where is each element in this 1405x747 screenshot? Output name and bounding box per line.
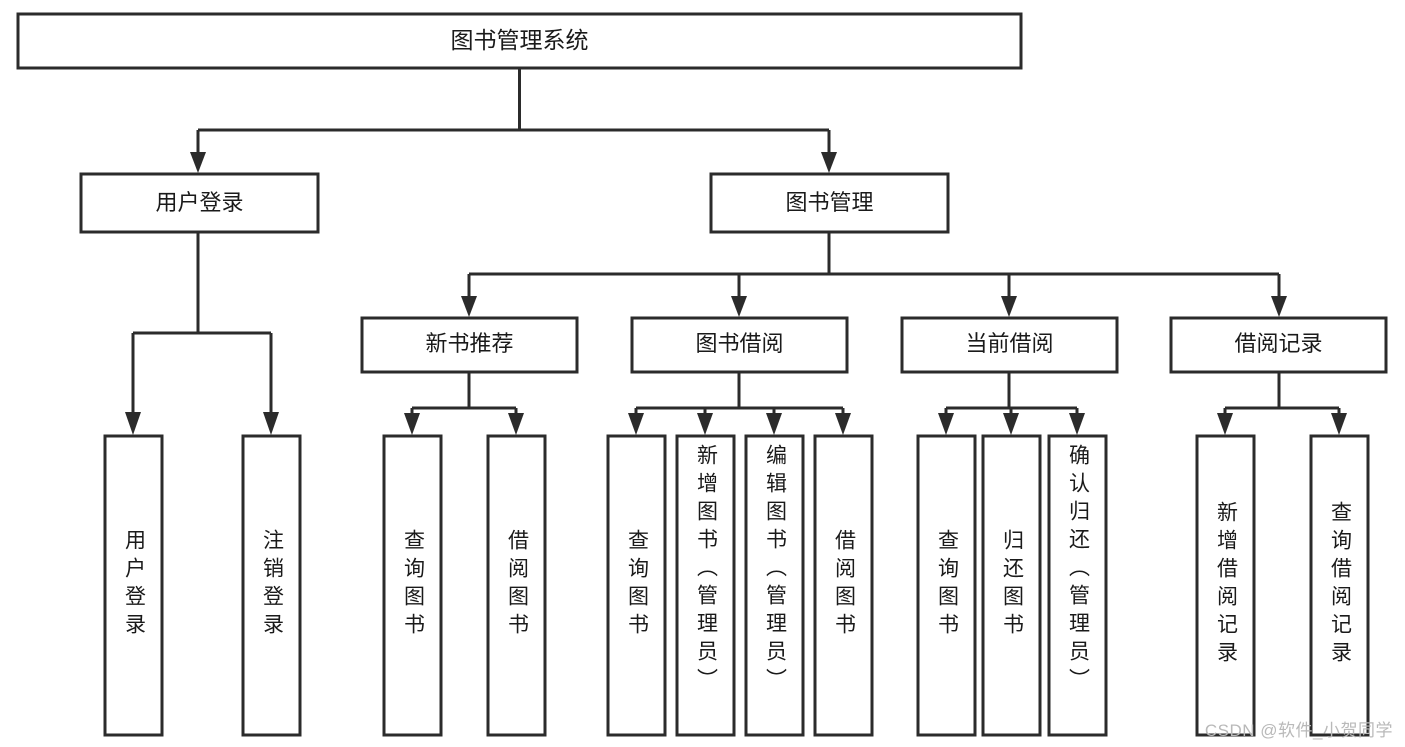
leaf-current-borrow-2-box[interactable] (981, 434, 1042, 737)
node-borrow-record-box[interactable] (1169, 316, 1388, 374)
node-borrow-record[interactable]: 借阅记录 (1169, 316, 1388, 374)
node-book-manage[interactable]: 图书管理 (709, 172, 950, 234)
arrow-new-book-rec-leaf-2 (508, 413, 524, 435)
node-book-borrow-box[interactable] (630, 316, 849, 374)
leaf-book-borrow-1-box[interactable] (606, 434, 667, 737)
leaf-current-borrow-1-label: 查询图书 (935, 529, 959, 641)
leaf-node[interactable]: 新增图书（管理员） (675, 434, 736, 737)
leaf-node[interactable]: 用户登录 (103, 434, 164, 737)
leaf-node[interactable]: 编辑图书（管理员） (744, 434, 805, 737)
node-new-book-rec-label: 新书推荐 (425, 331, 513, 356)
leaf-user-login-2-label: 注销登录 (260, 529, 284, 641)
leaf-node[interactable]: 借阅图书 (486, 434, 547, 737)
leaf-borrow-record-1-label: 新增借阅记录 (1214, 501, 1238, 669)
node-user-login-box[interactable] (79, 172, 320, 234)
connector-layer (125, 68, 1347, 435)
arrow-book-borrow-leaf-3 (766, 413, 782, 435)
leaf-new-book-rec-2-box[interactable] (486, 434, 547, 737)
node-current-borrow-label: 当前借阅 (965, 331, 1053, 356)
leaf-current-borrow-3-label: 确认归还（管理员） (1066, 444, 1090, 696)
leaf-node[interactable]: 查询图书 (606, 434, 667, 737)
leaf-current-borrow-2-label: 归还图书 (1000, 529, 1024, 641)
arrow-root-to-user-login (190, 152, 206, 173)
leaf-book-borrow-4-label: 借阅图书 (832, 529, 856, 641)
node-root-box[interactable] (16, 12, 1023, 70)
leaf-node[interactable]: 注销登录 (241, 434, 302, 737)
leaf-current-borrow-1-box[interactable] (916, 434, 977, 737)
node-book-borrow[interactable]: 图书借阅 (630, 316, 849, 374)
leaf-node[interactable]: 新增借阅记录 (1195, 434, 1256, 737)
node-root[interactable]: 图书管理系统 (16, 12, 1023, 70)
leaf-node[interactable]: 归还图书 (981, 434, 1042, 737)
arrow-to-book-borrow (731, 296, 747, 317)
arrow-user-login-leaf-2 (263, 412, 279, 435)
leaf-current-borrow-3-box[interactable] (1047, 434, 1108, 737)
node-root-label: 图书管理系统 (451, 27, 589, 53)
leaf-user-login-2-box[interactable] (241, 434, 302, 737)
arrow-to-current-borrow (1001, 296, 1017, 317)
leaf-book-borrow-2-box[interactable] (675, 434, 736, 737)
leaf-node[interactable]: 查询图书 (382, 434, 443, 737)
node-current-borrow-box[interactable] (900, 316, 1119, 374)
leaf-new-book-rec-1-label: 查询图书 (401, 529, 425, 641)
node-current-borrow[interactable]: 当前借阅 (900, 316, 1119, 374)
arrow-to-new-book-rec (461, 296, 477, 317)
leaf-borrow-record-2-label: 查询借阅记录 (1328, 501, 1352, 669)
arrow-current-borrow-leaf-3 (1069, 413, 1085, 435)
node-book-manage-label: 图书管理 (785, 190, 873, 215)
leaf-node[interactable]: 查询图书 (916, 434, 977, 737)
leaf-new-book-rec-2-label: 借阅图书 (505, 529, 529, 641)
leaf-borrow-record-2-box[interactable] (1309, 434, 1370, 737)
node-book-manage-box[interactable] (709, 172, 950, 234)
leaf-book-borrow-4-box[interactable] (813, 434, 874, 737)
arrow-book-borrow-leaf-4 (835, 413, 851, 435)
node-borrow-record-label: 借阅记录 (1234, 331, 1322, 356)
node-user-login[interactable]: 用户登录 (79, 172, 320, 234)
arrow-book-borrow-leaf-1 (628, 413, 644, 435)
leaf-user-login-1-box[interactable] (103, 434, 164, 737)
arrow-user-login-leaf-1 (125, 412, 141, 435)
arrow-borrow-record-leaf-1 (1217, 413, 1233, 435)
node-user-login-label: 用户登录 (155, 190, 243, 215)
node-new-book-rec[interactable]: 新书推荐 (360, 316, 579, 374)
leaf-node[interactable]: 确认归还（管理员） (1047, 434, 1108, 737)
arrow-to-borrow-record (1271, 296, 1287, 317)
arrow-borrow-record-leaf-2 (1331, 413, 1347, 435)
arrow-book-borrow-leaf-2 (697, 413, 713, 435)
node-new-book-rec-box[interactable] (360, 316, 579, 374)
leaf-user-login-1-label: 用户登录 (122, 529, 146, 641)
leaf-book-borrow-1-label: 查询图书 (625, 529, 649, 641)
leaf-book-borrow-2-label: 新增图书（管理员） (694, 444, 718, 696)
leaf-book-borrow-3-label: 编辑图书（管理员） (763, 444, 787, 696)
leaf-node[interactable]: 借阅图书 (813, 434, 874, 737)
leaf-new-book-rec-1-box[interactable] (382, 434, 443, 737)
leaf-borrow-record-1-box[interactable] (1195, 434, 1256, 737)
leaf-node[interactable]: 查询借阅记录 (1309, 434, 1370, 737)
arrow-new-book-rec-leaf-1 (404, 413, 420, 435)
node-book-borrow-label: 图书借阅 (695, 331, 783, 356)
arrow-current-borrow-leaf-2 (1003, 413, 1019, 435)
arrow-current-borrow-leaf-1 (938, 413, 954, 435)
arrow-root-to-book-manage (821, 152, 837, 173)
leaf-book-borrow-3-box[interactable] (744, 434, 805, 737)
